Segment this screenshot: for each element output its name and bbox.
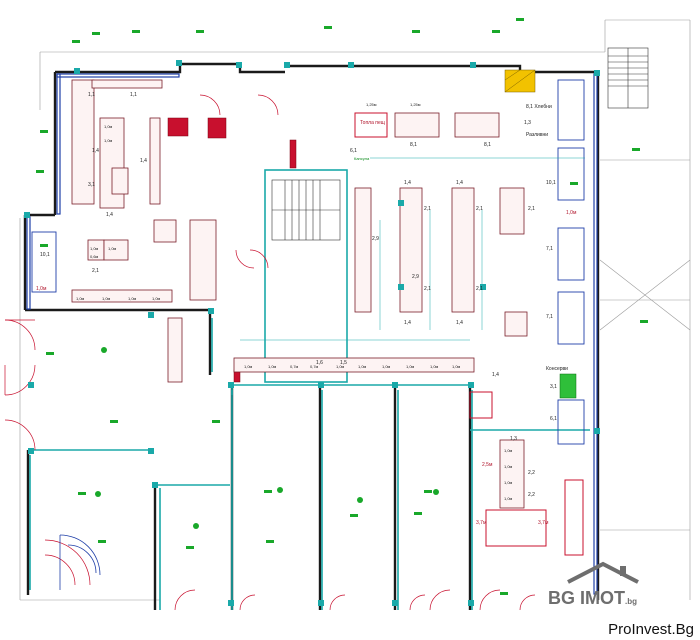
number-label: 1,4: [456, 180, 463, 186]
number-label: 6,1: [550, 416, 557, 422]
number-label: 2,1: [424, 286, 431, 292]
staircase-top-right: [607, 47, 649, 109]
red-outlines: [354, 112, 584, 556]
room-label: Консерви: [546, 366, 568, 372]
number-label: 10,1: [546, 180, 556, 186]
room-label: Разливни: [526, 132, 548, 138]
shelf-label: 0,6м: [90, 254, 99, 259]
yellow-block: [504, 69, 536, 93]
number-label: 1,4: [492, 372, 499, 378]
shelf-label: 1,0м: [104, 124, 113, 129]
shelf-label: 1,0м: [336, 364, 345, 369]
spiral-stair: [59, 534, 101, 590]
number-label: 2,2: [528, 492, 535, 498]
shelf-label: 0,7м: [310, 364, 319, 369]
number-label: 1,4: [106, 212, 113, 218]
shelf-label: 1,0м: [108, 246, 117, 251]
shelf-label-group: 1,0м 1,0м 1,0м 1,0м 1,0м 1,0м 0,6м 1,0м …: [76, 102, 513, 501]
columns: [24, 60, 600, 606]
counter-label-group: 3,7м 3,7м 2,5м 1,0м 1,0м: [36, 210, 577, 526]
shelving: [71, 79, 528, 509]
counter-label: 1,0м: [36, 286, 47, 292]
number-label: 2,9: [372, 236, 379, 242]
number-label: 2,9: [412, 274, 419, 280]
number-label: 1,4: [140, 158, 147, 164]
number-label-group: 1,1 1,1 1,4 1,4 1,4 3,1 3,1 10,1 10,1 2,…: [40, 92, 557, 498]
number-label: 2,1: [424, 206, 431, 212]
inner-staircase: [271, 179, 341, 241]
counter-label: 3,7м: [476, 520, 487, 526]
shelf-label: 1,0м: [268, 364, 277, 369]
room-label-group: Топла пещ Капсула Консерви Разливни 8,1 …: [354, 104, 568, 372]
number-label: 1,3: [524, 120, 531, 126]
cyan-partitions: [29, 169, 590, 610]
construction-lines: [19, 19, 691, 601]
number-label: 1,4: [92, 148, 99, 154]
room-label: 8,1 Хлебни: [526, 104, 552, 110]
number-label: 3,1: [88, 182, 95, 188]
number-label: 7,1: [546, 246, 553, 252]
number-label: 6,1: [350, 148, 357, 154]
shelf-label: 1,25м: [410, 102, 421, 107]
number-label: 1,6: [316, 360, 323, 366]
logo-name: BG IMOT: [548, 588, 625, 608]
shelf-label: 1,0м: [76, 296, 85, 301]
number-label: 7,1: [546, 314, 553, 320]
shelf-label: 1,0м: [430, 364, 439, 369]
shelf-label: 1,0м: [382, 364, 391, 369]
shelf-label: 0,7м: [290, 364, 299, 369]
number-label: 1,4: [404, 320, 411, 326]
logo-house-icon: [567, 561, 639, 584]
shelf-label: 1,25м: [366, 102, 377, 107]
number-label: 1,1: [88, 92, 95, 98]
dimension-lines: [240, 157, 585, 341]
shelf-label: 1,0м: [102, 296, 111, 301]
number-label: 1,4: [404, 180, 411, 186]
number-label: 1,5: [340, 360, 347, 366]
number-label: 2,2: [528, 470, 535, 476]
green-markers: [36, 18, 648, 595]
shelf-label: 1,0м: [504, 464, 513, 469]
counter-label: 2,5м: [482, 462, 493, 468]
room-label: Топла пещ: [360, 120, 385, 126]
logo-text: BG IMOT.bg: [548, 588, 637, 609]
shelf-label: 1,0м: [504, 480, 513, 485]
counter-label: 1,0м: [566, 210, 577, 216]
room-label: Капсула: [354, 156, 370, 161]
green-block: [559, 373, 577, 399]
shelf-label: 1,0м: [104, 138, 113, 143]
side-panels: [31, 79, 585, 445]
number-label: 8,1: [484, 142, 491, 148]
shelf-label: 1,0м: [504, 496, 513, 501]
watermark: ProInvest.Bg: [606, 621, 696, 638]
shelf-label: 1,0м: [406, 364, 415, 369]
number-label: 10,1: [40, 252, 50, 258]
number-label: 2,1: [476, 206, 483, 212]
number-label: 8,1: [410, 142, 417, 148]
number-label: 2,1: [476, 286, 483, 292]
logo-tld: .bg: [625, 597, 637, 606]
number-label: 2,1: [92, 268, 99, 274]
shelf-label: 1,0м: [358, 364, 367, 369]
red-blocks: [167, 117, 297, 383]
shelf-label: 1,0м: [504, 448, 513, 453]
number-label: 1,4: [456, 320, 463, 326]
doors: [4, 94, 536, 611]
counter-label: 3,7м: [538, 520, 549, 526]
number-label: 3,1: [550, 384, 557, 390]
shelf-label: 1,0м: [128, 296, 137, 301]
shelf-label: 1,0м: [152, 296, 161, 301]
number-label: 1,3: [510, 436, 517, 442]
shelf-label: 1,0м: [452, 364, 461, 369]
shelf-label: 1,0м: [244, 364, 253, 369]
shelf-label: 1,0м: [90, 246, 99, 251]
number-label: 2,1: [528, 206, 535, 212]
number-label: 1,1: [130, 92, 137, 98]
